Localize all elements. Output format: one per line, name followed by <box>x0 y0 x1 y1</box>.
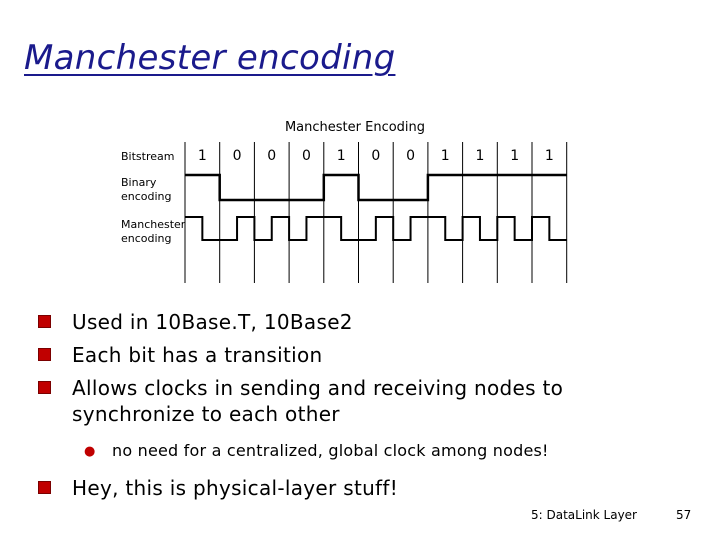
bullet-square-icon <box>38 348 51 361</box>
diagram-title: Manchester Encoding <box>285 120 425 135</box>
bullet-text: Each bit has a transition <box>72 343 323 367</box>
bit-label: 0 <box>371 148 380 164</box>
sub-bullet-icon: ● <box>84 444 96 459</box>
slide-title: Manchester encoding <box>24 38 396 78</box>
bullet-square-icon <box>38 481 51 494</box>
bit-label: 0 <box>267 148 276 164</box>
bit-label: 1 <box>441 148 450 164</box>
bit-labels: 1 0 0 0 1 0 0 1 1 1 1 <box>198 148 554 164</box>
row-label-manchester-1: Manchester <box>121 218 186 231</box>
bit-label: 1 <box>545 148 554 164</box>
manchester-encoding-waveform <box>185 216 567 241</box>
row-label-binary-2: encoding <box>121 190 172 203</box>
bit-label: 0 <box>302 148 311 164</box>
bullet-list-final: Hey, this is physical-layer stuff! <box>38 475 652 501</box>
sub-bullet-text: no need for a centralized, global clock … <box>112 441 549 460</box>
bullet-item: Allows clocks in sending and receiving n… <box>38 375 652 427</box>
bullet-item: Each bit has a transition <box>38 342 652 368</box>
bullet-item: Hey, this is physical-layer stuff! <box>38 475 652 501</box>
bullet-square-icon <box>38 381 51 394</box>
bit-label: 0 <box>233 148 242 164</box>
manchester-encoding-diagram: Manchester Encoding Bitstream Binary enc… <box>121 120 568 283</box>
bullet-text: Allows clocks in sending and receiving n… <box>72 376 564 426</box>
bullet-square-icon <box>38 315 51 328</box>
bullet-item: Used in 10Base.T, 10Base2 <box>38 309 652 335</box>
bullet-text: Hey, this is physical-layer stuff! <box>72 476 399 500</box>
bit-label: 1 <box>198 148 207 164</box>
bit-label: 0 <box>406 148 415 164</box>
binary-encoding-waveform <box>185 173 567 202</box>
bullet-list: Used in 10Base.T, 10Base2 Each bit has a… <box>38 309 652 427</box>
footer-chapter: 5: DataLink Layer <box>531 508 637 522</box>
row-label-binary-1: Binary <box>121 176 157 189</box>
row-label-manchester-2: encoding <box>121 232 172 245</box>
sub-bullet-item: ● no need for a centralized, global cloc… <box>84 441 549 460</box>
bit-label: 1 <box>337 148 346 164</box>
bit-label: 1 <box>475 148 484 164</box>
page-number: 57 <box>676 508 692 522</box>
bullet-text: Used in 10Base.T, 10Base2 <box>72 310 353 334</box>
bit-label: 1 <box>510 148 519 164</box>
bit-boundary-lines <box>184 142 568 283</box>
row-label-bitstream: Bitstream <box>121 150 174 163</box>
